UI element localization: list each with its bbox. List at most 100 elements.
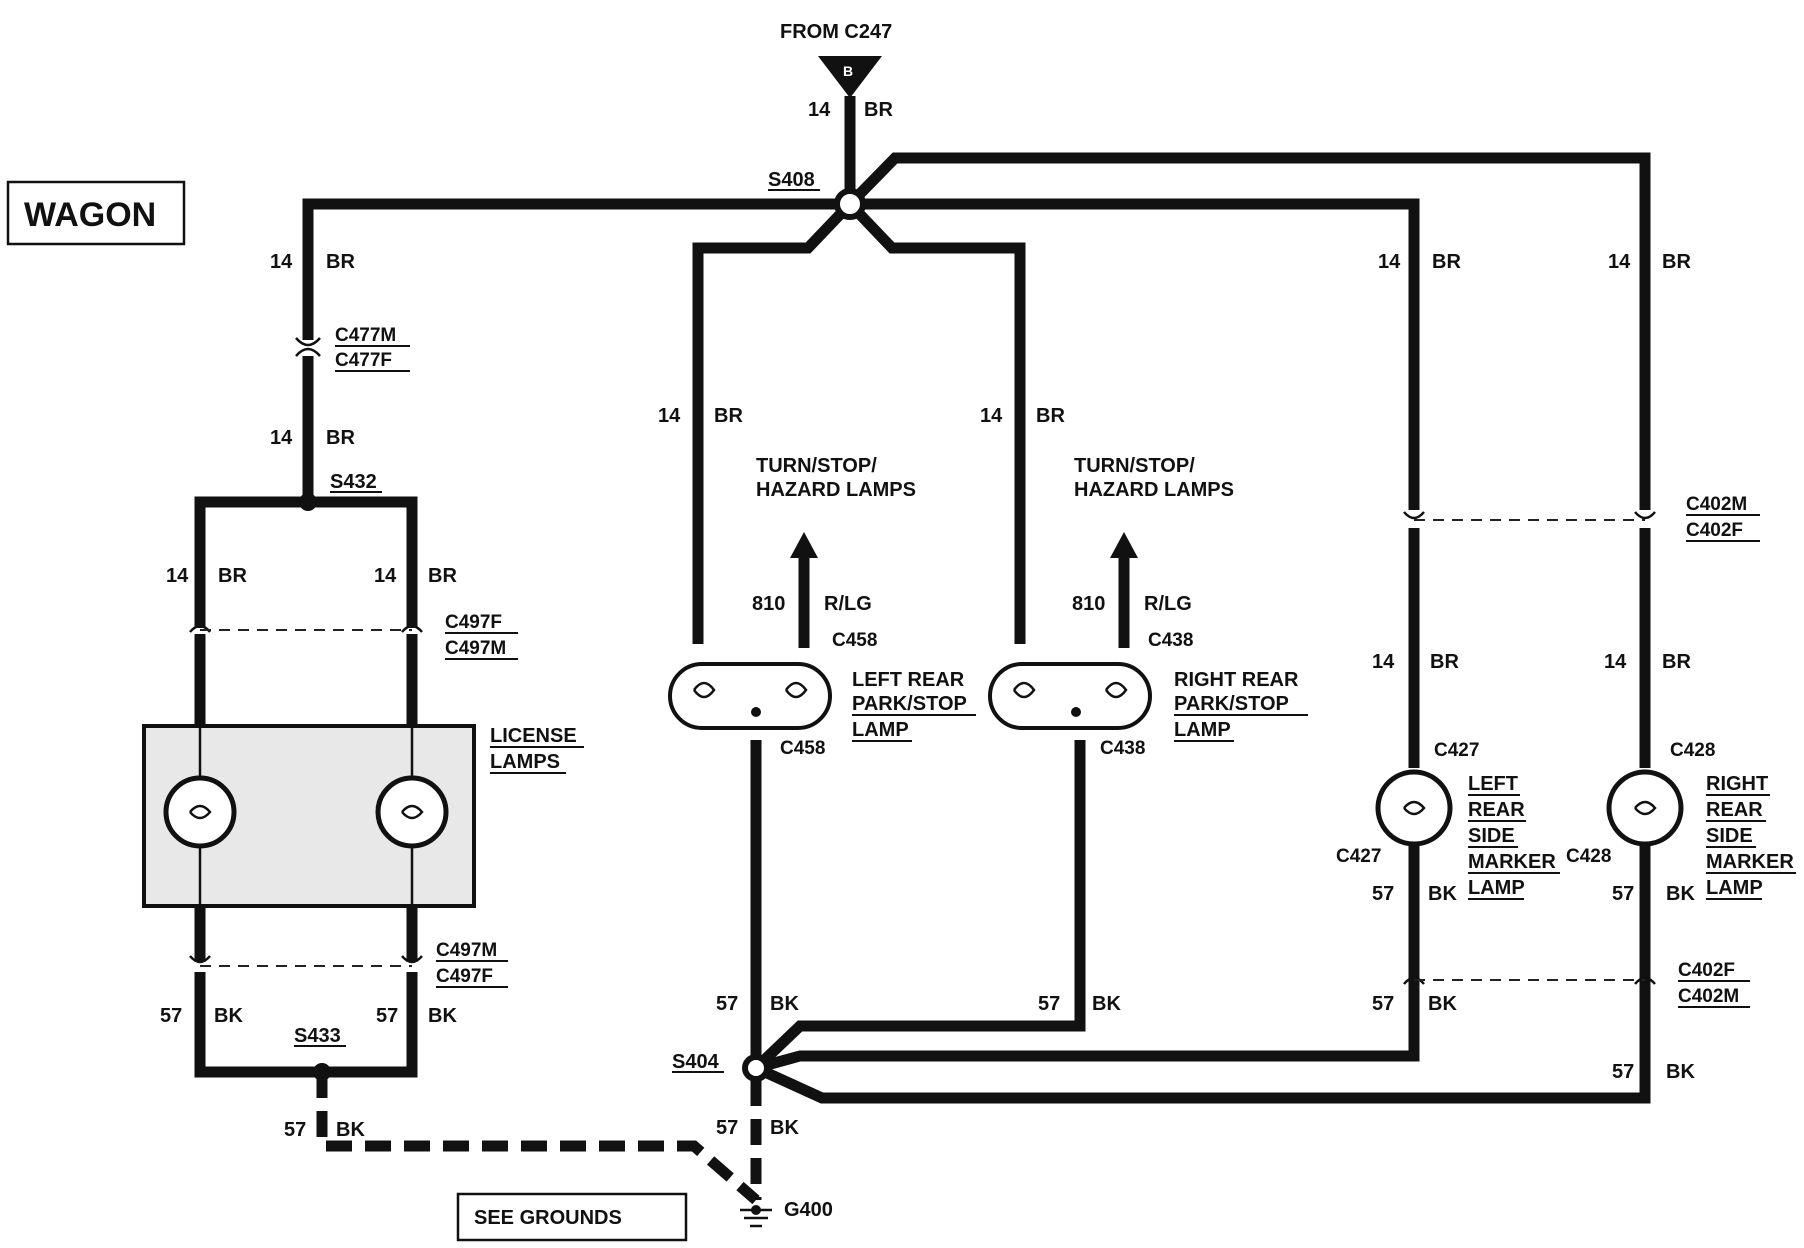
splice-s432-label: S432: [330, 471, 377, 493]
svg-text:BR: BR: [714, 405, 743, 427]
right-marker-label-5: LAMP: [1706, 877, 1763, 899]
wire-s408-right-marker: [850, 198, 1420, 510]
left-rear-park-label-1: LEFT REAR: [852, 669, 965, 691]
see-grounds-box[interactable]: [456, 1192, 688, 1242]
svg-text:14: 14: [1608, 251, 1631, 273]
wire-s408-license: [302, 198, 850, 340]
svg-text:BR: BR: [1662, 651, 1691, 673]
svg-text:57: 57: [1038, 993, 1060, 1015]
wire-s408-far-right-marker: [846, 152, 1651, 510]
svg-text:57: 57: [1612, 883, 1634, 905]
svg-text:BR: BR: [218, 565, 247, 587]
connector-c477m-label: C477M: [335, 325, 396, 346]
svg-text:BR: BR: [1036, 405, 1065, 427]
svg-text:C402M: C402M: [1678, 986, 1739, 1007]
svg-text:BK: BK: [770, 993, 799, 1015]
feed-gauge: 14: [808, 99, 831, 121]
svg-text:BR: BR: [1430, 651, 1459, 673]
connector-c497m-label: C497M: [445, 638, 506, 659]
svg-text:BK: BK: [770, 1117, 799, 1139]
svg-text:C438: C438: [1100, 738, 1145, 759]
left-turn-lamps-label-1: TURN/STOP/: [756, 455, 877, 477]
svg-text:C497F: C497F: [436, 966, 493, 987]
wire-s408-right-park: [846, 200, 1026, 644]
svg-text:R/LG: R/LG: [1144, 593, 1192, 615]
splice-s404-label: S404: [672, 1051, 720, 1073]
svg-text:14: 14: [980, 405, 1003, 427]
svg-text:BK: BK: [1666, 1061, 1695, 1083]
svg-text:57: 57: [716, 1117, 738, 1139]
right-marker-label-2: REAR: [1706, 799, 1763, 821]
left-marker-label-5: LAMP: [1468, 877, 1525, 899]
svg-text:57: 57: [1372, 993, 1394, 1015]
connector-c477f-label: C477F: [335, 350, 392, 371]
svg-text:14: 14: [374, 565, 397, 587]
svg-text:C428: C428: [1670, 740, 1715, 761]
ground-icon: [751, 1205, 761, 1215]
svg-text:810: 810: [1072, 593, 1105, 615]
arrow-up-right-icon: [1110, 532, 1138, 558]
wire-right-park-ground: [752, 740, 1086, 1072]
svg-text:BR: BR: [326, 427, 355, 449]
feed-color: BR: [864, 99, 893, 121]
feed-pin: B: [843, 63, 853, 79]
svg-text:BK: BK: [1428, 883, 1457, 905]
svg-text:C497M: C497M: [436, 940, 497, 961]
svg-text:14: 14: [270, 427, 293, 449]
title-box: [6, 180, 186, 246]
right-turn-lamps-label-2: HAZARD LAMPS: [1074, 479, 1234, 501]
left-marker-label-2: REAR: [1468, 799, 1525, 821]
left-marker-label-1: LEFT: [1468, 773, 1518, 795]
license-lamp-left-icon: [163, 775, 237, 849]
svg-text:57: 57: [1612, 1061, 1634, 1083]
diagram-title: WAGON: [24, 196, 156, 234]
svg-text:R/LG: R/LG: [824, 593, 872, 615]
svg-text:BK: BK: [336, 1119, 365, 1141]
svg-text:810: 810: [752, 593, 785, 615]
svg-text:C402F: C402F: [1678, 960, 1735, 981]
svg-text:14: 14: [166, 565, 189, 587]
right-rear-park-label-2: PARK/STOP: [1174, 693, 1289, 715]
svg-text:57: 57: [376, 1005, 398, 1027]
svg-text:BR: BR: [326, 251, 355, 273]
svg-text:C428: C428: [1566, 846, 1611, 867]
connector-c477-icon: [295, 337, 321, 357]
license-lamps-label-2: LAMPS: [490, 751, 560, 773]
feed-connector-icon: [818, 56, 882, 98]
left-rear-park-lamp-icon: [668, 662, 832, 730]
left-marker-label-3: SIDE: [1468, 825, 1515, 847]
left-rear-park-label-2: PARK/STOP: [852, 693, 967, 715]
svg-text:BK: BK: [1666, 883, 1695, 905]
wire-right-marker-ground: [753, 850, 1651, 1104]
svg-text:C438: C438: [1148, 630, 1193, 651]
right-marker-label-4: MARKER: [1706, 851, 1794, 873]
connector-c402m-label: C402M: [1686, 494, 1747, 515]
svg-text:57: 57: [1372, 883, 1394, 905]
svg-text:C427: C427: [1434, 740, 1479, 761]
svg-text:BK: BK: [1092, 993, 1121, 1015]
left-side-marker-lamp-icon: [1375, 769, 1453, 847]
svg-text:C427: C427: [1336, 846, 1381, 867]
svg-text:BR: BR: [1662, 251, 1691, 273]
right-rear-park-lamp-icon: [988, 662, 1152, 730]
splice-s408: [834, 188, 866, 220]
feed-label: FROM C247: [780, 21, 892, 43]
svg-text:57: 57: [284, 1119, 306, 1141]
right-rear-park-label-1: RIGHT REAR: [1174, 669, 1299, 691]
right-turn-lamps-label-1: TURN/STOP/: [1074, 455, 1195, 477]
svg-text:BR: BR: [428, 565, 457, 587]
license-lamp-right-icon: [375, 775, 449, 849]
ground-label: G400: [784, 1199, 833, 1221]
wire-s433-bus: [194, 972, 418, 1078]
svg-text:14: 14: [658, 405, 681, 427]
left-marker-label-4: MARKER: [1468, 851, 1556, 873]
connector-c497f-label: C497F: [445, 612, 502, 633]
svg-text:BR: BR: [1432, 251, 1461, 273]
left-turn-lamps-label-2: HAZARD LAMPS: [756, 479, 916, 501]
connector-c402f-label: C402F: [1686, 520, 1743, 541]
wire-s433-ground: [316, 1072, 760, 1205]
wire-s408-left-park: [692, 200, 854, 644]
splice-s408-label: S408: [768, 169, 815, 191]
svg-text:14: 14: [1378, 251, 1401, 273]
